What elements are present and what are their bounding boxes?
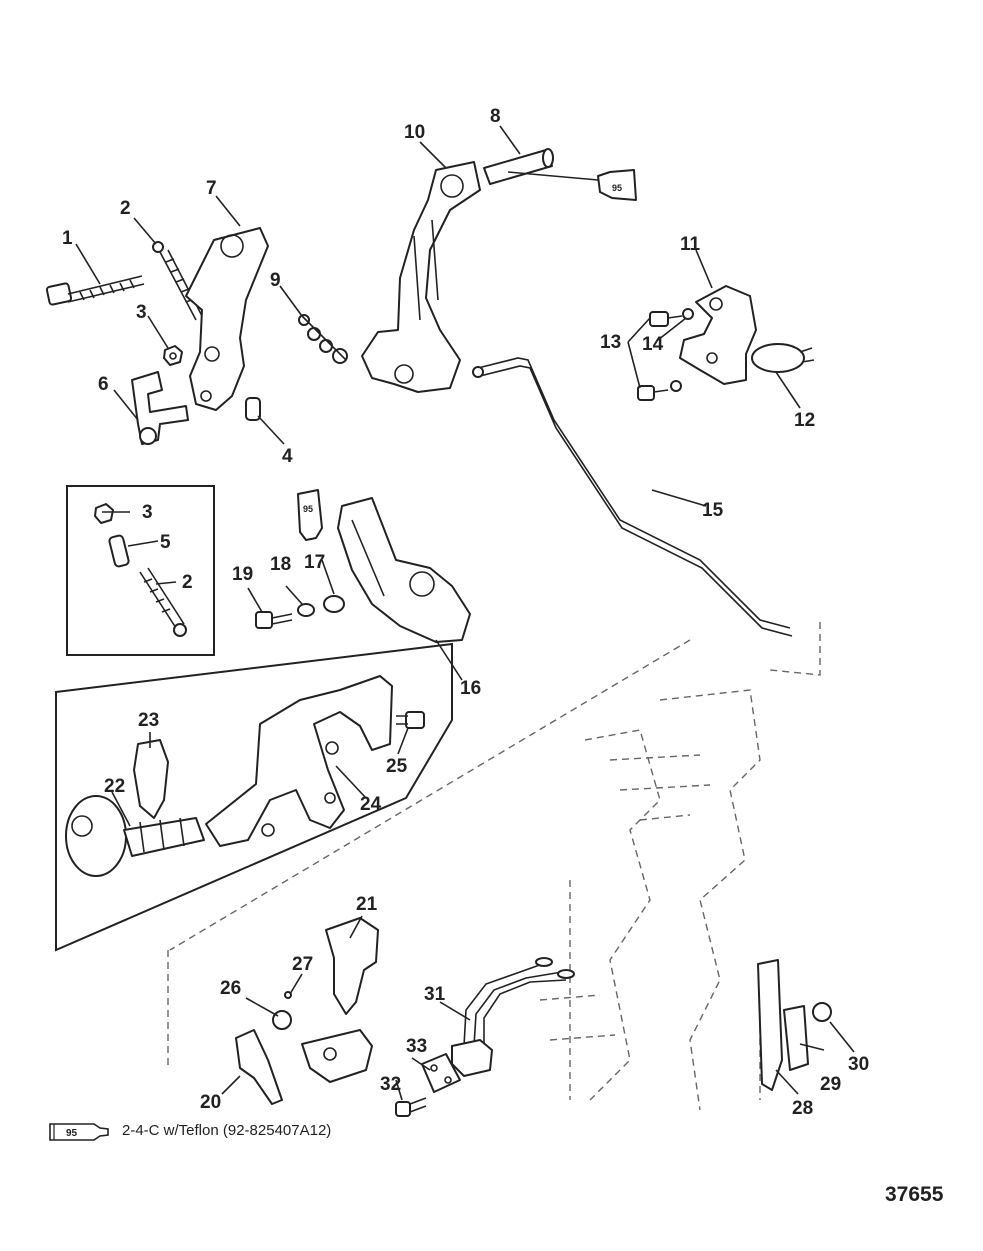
bracket-20 (235, 1029, 373, 1105)
bracket-6 (131, 371, 189, 445)
callout-33: 33 (406, 1036, 427, 1057)
nut-3 (163, 345, 183, 366)
svg-text:95: 95 (612, 183, 622, 193)
linkage-22 (65, 795, 205, 877)
callout-labels: 1 2 3 4 6 7 8 9 10 11 12 13 14 15 16 17 … (62, 106, 869, 1119)
callout-22: 22 (104, 776, 125, 797)
callout-2-inset: 2 (182, 572, 193, 593)
terminal-12 (751, 343, 815, 373)
callout-7: 7 (206, 178, 217, 199)
bolt-1 (45, 275, 145, 306)
bracket-11 (679, 285, 757, 385)
screw-2 (152, 241, 203, 321)
sealant-tube-17-icon: 95 (297, 489, 323, 541)
lever-7 (185, 227, 269, 411)
sealant-tube-8-icon: 95 (507, 169, 637, 201)
callout-29: 29 (820, 1074, 841, 1095)
plate-28 (757, 959, 783, 1091)
callout-2: 2 (120, 198, 131, 219)
pin-8 (483, 148, 554, 185)
bushing-17 (323, 595, 345, 613)
callout-3: 3 (136, 302, 147, 323)
callout-4: 4 (282, 446, 293, 467)
callout-30: 30 (848, 1054, 869, 1075)
washer-26 (272, 1010, 292, 1030)
callout-14: 14 (642, 334, 664, 355)
callout-1: 1 (62, 228, 73, 249)
callout-13: 13 (600, 332, 621, 353)
arm-10 (361, 161, 481, 393)
callout-28: 28 (792, 1098, 813, 1119)
washer-18 (297, 603, 315, 617)
nut-30 (812, 1002, 832, 1022)
screw-13a (649, 311, 683, 327)
callout-3-inset: 3 (142, 502, 153, 523)
inset-frame-linkage (55, 642, 453, 952)
callout-11: 11 (680, 234, 701, 255)
leader-lines (75, 125, 855, 1101)
link-9 (298, 314, 348, 364)
bracket-16 (337, 497, 471, 643)
screw-32 (395, 1097, 427, 1117)
callout-26: 26 (220, 978, 241, 999)
callout-24: 24 (360, 794, 382, 815)
legend-text: 2-4-C w/Teflon (92-825407A12) (122, 1122, 332, 1139)
harness-31 (463, 957, 575, 1047)
switch-31 (451, 1039, 493, 1077)
callout-8: 8 (490, 106, 501, 127)
screw-13b (637, 385, 669, 401)
plate-33 (421, 1053, 461, 1093)
callout-27: 27 (292, 954, 313, 975)
callout-21: 21 (356, 894, 378, 915)
callout-16: 16 (460, 678, 481, 699)
sealant-tube-icon: 95 (49, 1123, 109, 1141)
plate-29 (783, 1005, 809, 1071)
callout-9: 9 (270, 270, 281, 291)
callout-5-inset: 5 (160, 532, 171, 553)
washer-14 (670, 308, 694, 392)
callout-10: 10 (404, 122, 425, 143)
callout-32: 32 (380, 1074, 401, 1095)
spacer-4 (245, 397, 261, 421)
callout-15: 15 (702, 500, 724, 521)
callout-25: 25 (386, 756, 408, 777)
svg-text:95: 95 (66, 1128, 78, 1139)
figure-number: 37655 (885, 1183, 944, 1206)
callout-31: 31 (424, 984, 446, 1005)
rod-15 (472, 357, 793, 637)
callout-19: 19 (232, 564, 253, 585)
callout-6: 6 (98, 374, 109, 395)
callout-17: 17 (304, 552, 325, 573)
bracket-21 (325, 917, 379, 1015)
screw-25 (396, 711, 425, 729)
engine-block-ghost (167, 622, 821, 1111)
screw-19 (255, 611, 293, 629)
lever-24 (205, 675, 393, 847)
bracket-23 (133, 739, 169, 819)
callout-18: 18 (270, 554, 291, 575)
callout-20: 20 (200, 1092, 221, 1113)
svg-text:95: 95 (303, 504, 313, 514)
callout-23: 23 (138, 710, 159, 731)
callout-12: 12 (794, 410, 815, 431)
inset-box (66, 485, 215, 656)
